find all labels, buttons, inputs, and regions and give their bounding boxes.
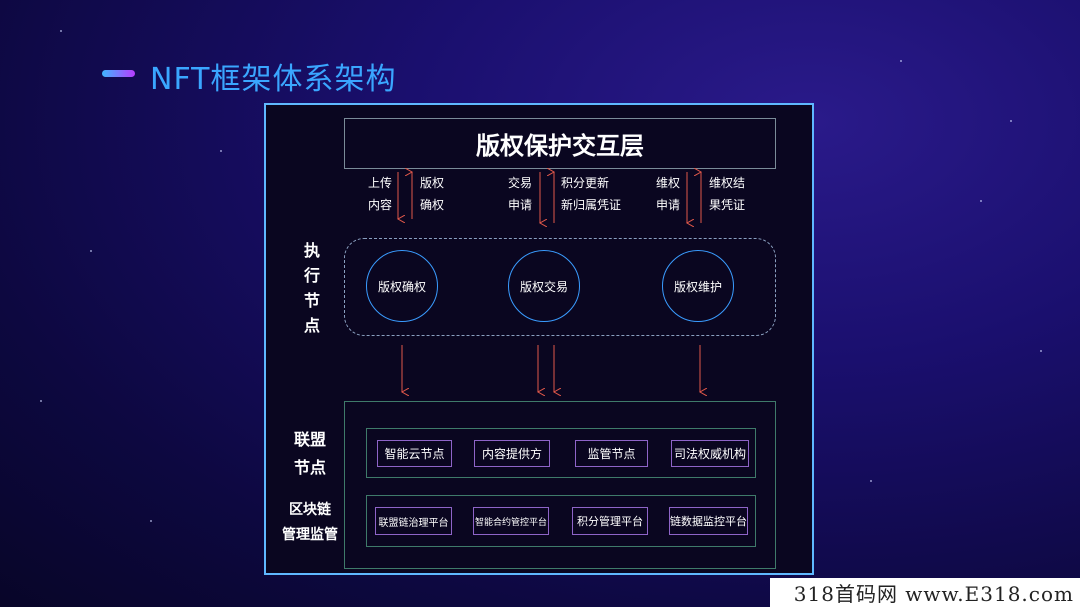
platforms-row (366, 495, 756, 547)
exec-node-group (344, 238, 776, 336)
copyright-interaction-layer: 版权保护交互层 (344, 118, 776, 169)
architecture-frame (264, 103, 814, 575)
chip-judicial-authority: 司法权威机构 (671, 440, 749, 467)
chip-points-management: 积分管理平台 (572, 507, 648, 535)
watermark-text: 318首码网 www.E318.com (793, 582, 1074, 606)
label-confirm: 版权确权 (420, 176, 445, 212)
label-defend: 维权申请 (656, 176, 681, 212)
alliance-node-label: 联盟节点 (293, 430, 326, 477)
blockchain-supervision-label: 区块链管理监管 (282, 502, 338, 543)
node-copyright-trade: 版权交易 (508, 250, 580, 322)
label-upload: 上传内容 (368, 176, 393, 212)
watermark-background (770, 578, 1080, 607)
label-points: 积分更新新归属凭证 (561, 176, 622, 212)
chip-alliance-chain-governance: 联盟链治理平台 (375, 507, 452, 535)
node-copyright-confirm: 版权确权 (366, 250, 438, 322)
chip-chain-data-monitor: 链数据监控平台 (669, 507, 748, 535)
page-title: NFT框架体系架构 (150, 62, 397, 97)
alliance-nodes-row (366, 428, 756, 478)
node-copyright-maintain: 版权维护 (662, 250, 734, 322)
exec-node-label: 执行节点 (303, 241, 320, 335)
alliance-container (344, 401, 776, 569)
chip-supervision-node: 监管节点 (575, 440, 648, 467)
chip-smart-contract-control: 智能合约管控平台 (473, 507, 549, 535)
title-accent-bar (102, 70, 135, 77)
label-defend-result: 维权结果凭证 (709, 176, 746, 212)
chip-content-provider: 内容提供方 (474, 440, 550, 467)
label-trade: 交易申请 (508, 176, 533, 212)
chip-smart-cloud-node: 智能云节点 (377, 440, 452, 467)
